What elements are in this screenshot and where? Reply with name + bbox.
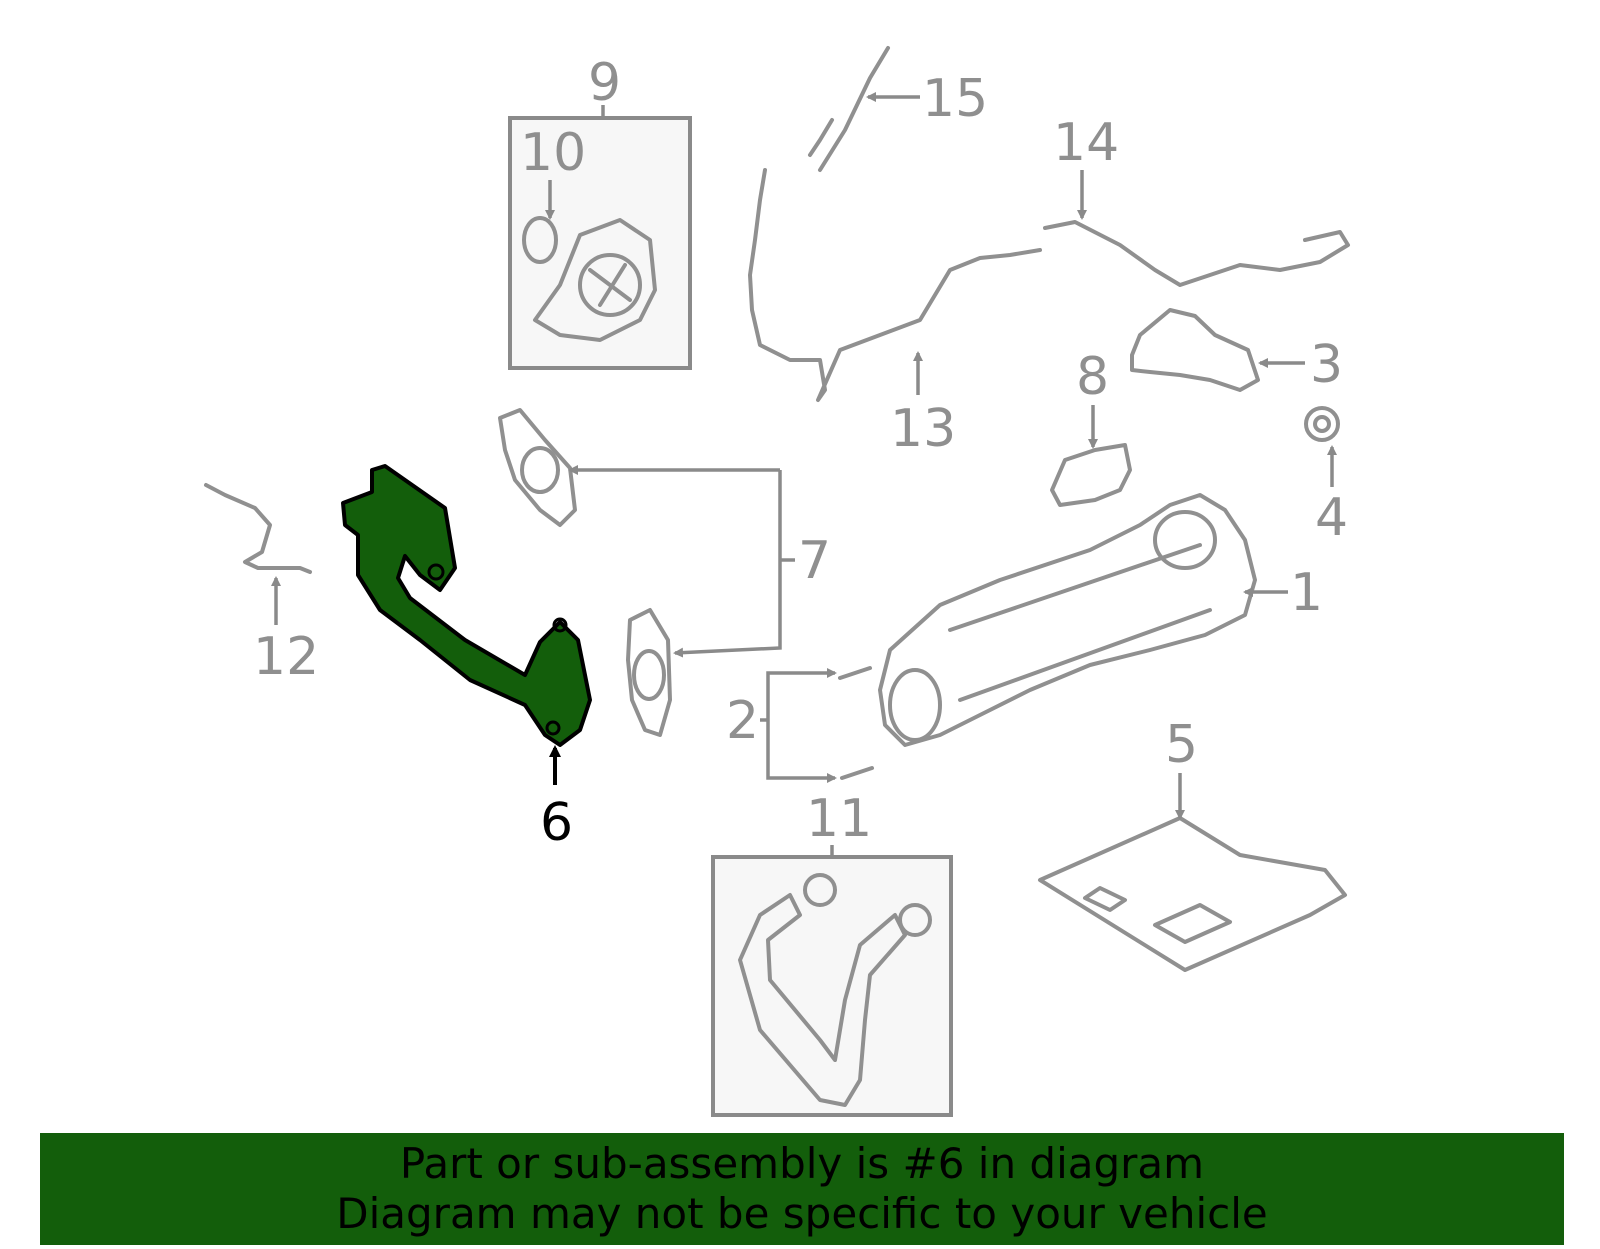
part-1-egr-cooler[interactable] [878, 493, 1257, 747]
callout-13: 13 [890, 399, 956, 459]
callout-12: 12 [253, 627, 319, 687]
callout-8: 8 [1076, 347, 1109, 407]
callout-7: 7 [798, 531, 831, 591]
part-7-gaskets[interactable] [498, 408, 672, 737]
part-15[interactable] [808, 46, 890, 172]
callout-11: 11 [806, 789, 872, 849]
part-11-hose[interactable] [738, 893, 907, 1107]
callout-3: 3 [1310, 335, 1343, 395]
box-9 [508, 116, 692, 370]
part-3[interactable] [1130, 308, 1260, 392]
banner-line-2: Diagram may not be specific to your vehi… [336, 1189, 1268, 1238]
part-14[interactable] [1043, 220, 1350, 287]
callout-1: 1 [1290, 563, 1323, 623]
part-13[interactable] [748, 168, 1042, 402]
part-5-plate[interactable] [1038, 816, 1347, 972]
part-4[interactable] [1304, 406, 1340, 442]
callout-14: 14 [1053, 113, 1119, 173]
info-banner: Part or sub-assembly is #6 in diagram Di… [40, 1133, 1564, 1245]
callout-15: 15 [922, 69, 988, 129]
callout-2: 2 [726, 691, 759, 751]
callout-6: 6 [540, 793, 573, 853]
part-12[interactable] [204, 483, 312, 574]
egr-valve-part-10[interactable] [522, 216, 657, 342]
banner-line-1: Part or sub-assembly is #6 in diagram [399, 1139, 1205, 1188]
part-2-studs[interactable] [838, 666, 874, 780]
callout-4: 4 [1315, 488, 1348, 548]
callout-5: 5 [1165, 715, 1198, 775]
callout-10: 10 [520, 123, 586, 183]
callout-9: 9 [588, 53, 621, 113]
part-8[interactable] [1050, 443, 1132, 507]
part-6-highlighted[interactable] [341, 464, 592, 747]
